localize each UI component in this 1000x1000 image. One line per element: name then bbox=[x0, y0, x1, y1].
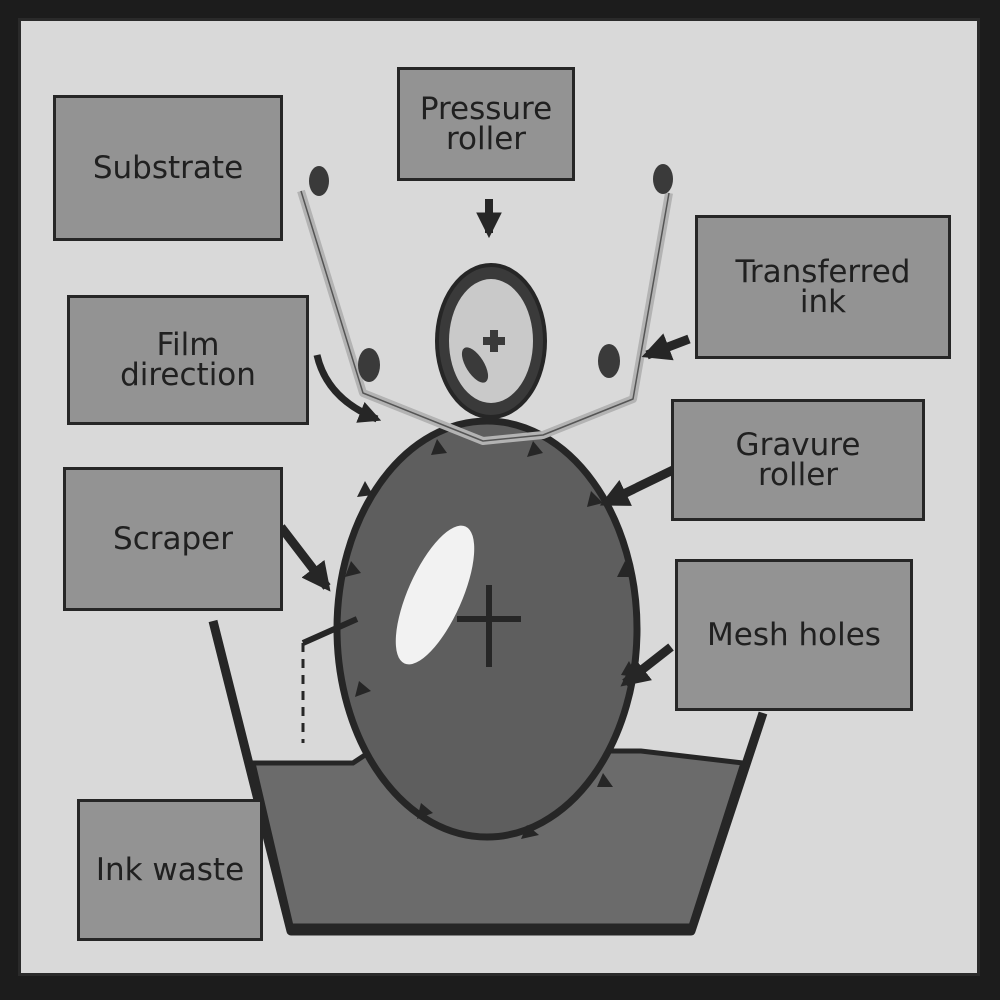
label-substrate: Substrate bbox=[53, 95, 283, 241]
guide-roller-top-left bbox=[309, 166, 329, 196]
scraper-blade bbox=[301, 616, 359, 646]
guide-roller-bottom-left bbox=[358, 348, 380, 382]
film-direction-arrow bbox=[313, 354, 382, 423]
label-mesh-holes: Mesh holes bbox=[675, 559, 913, 711]
gravure-roller bbox=[333, 417, 641, 841]
label-ink-waste: Ink waste bbox=[77, 799, 263, 941]
mesh-holes-notches bbox=[345, 439, 637, 839]
label-film-direction: Film direction bbox=[67, 295, 309, 425]
guide-roller-top-right bbox=[653, 164, 673, 194]
label-pressure-roller: Pressure roller bbox=[397, 67, 575, 181]
diagram-page: Substrate Pressure roller Transferred in… bbox=[18, 18, 980, 976]
label-transferred-ink: Transferred ink bbox=[695, 215, 951, 359]
pressure-roller bbox=[435, 263, 547, 419]
substrate-film-edge bbox=[300, 190, 670, 442]
mesh-holes-arrow bbox=[620, 643, 674, 687]
scraper-arrow bbox=[277, 524, 331, 592]
label-scraper: Scraper bbox=[63, 467, 283, 611]
ink-tray bbox=[208, 619, 768, 936]
roller-highlight bbox=[395, 525, 475, 665]
gravure-roller-arrow bbox=[599, 464, 677, 508]
label-gravure-roller: Gravure roller bbox=[671, 399, 925, 521]
transferred-ink-arrow bbox=[641, 333, 691, 361]
gravure-printing-diagram bbox=[208, 164, 768, 936]
guide-roller-bottom-right bbox=[598, 344, 620, 378]
guide-rollers bbox=[309, 164, 673, 382]
